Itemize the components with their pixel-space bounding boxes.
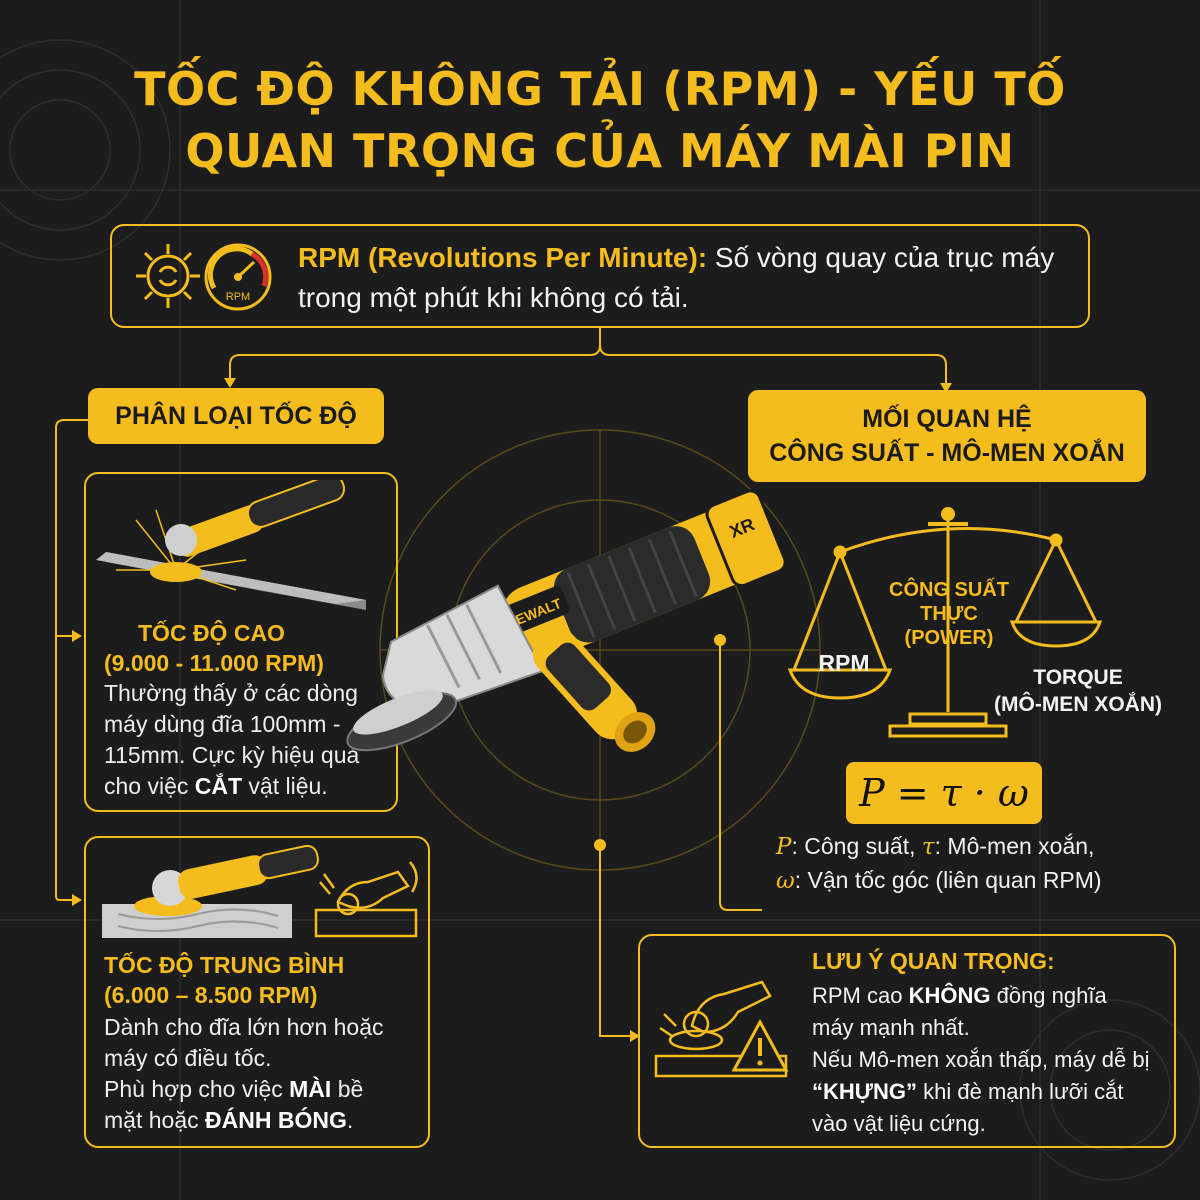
scale-label-rpm: RPM <box>818 650 870 676</box>
rpm-definition: RPM (Revolutions Per Minute): Số vòng qu… <box>298 238 1088 318</box>
emphasis-grind: MÀI <box>289 1076 332 1102</box>
medium-speed-range: (6.000 – 8.500 RPM) <box>104 982 318 1008</box>
formula-legend: P: Công suất, τ: Mô-men xoắn, ω: Vận tốc… <box>776 833 1102 894</box>
high-speed-range: (9.000 - 11.000 RPM) <box>104 650 324 676</box>
note-body: RPM cao KHÔNG đồng nghĩa máy mạnh nhất. … <box>812 983 1150 1136</box>
title-line-2: QUAN TRỌNG CỦA MÁY MÀI PIN <box>185 124 1015 178</box>
definition-icons: RPM <box>136 243 272 311</box>
speedometer-icon: RPM <box>204 243 272 311</box>
emphasis-stall: “KHỰNG” <box>812 1079 918 1104</box>
rpm-term: RPM (Revolutions Per Minute): <box>298 242 708 273</box>
important-note-box <box>638 934 1176 1148</box>
grinding-illustration <box>102 844 418 938</box>
emphasis-not: KHÔNG <box>908 983 991 1008</box>
high-speed-title: TỐC ĐỘ CAO <box>138 620 285 646</box>
note-title: LƯU Ý QUAN TRỌNG: <box>812 948 1055 974</box>
page-title: TỐC ĐỘ KHÔNG TẢI (RPM) - YẾU TỐ QUAN TRỌ… <box>0 58 1200 182</box>
svg-text:RPM: RPM <box>226 291 250 303</box>
power-formula: P = τ · ω <box>846 762 1042 824</box>
scale-label-torque: TORQUE (MÔ-MEN XOẮN) <box>994 666 1162 716</box>
connector-arrows <box>72 378 952 1042</box>
definition-box <box>110 224 1090 328</box>
angle-grinder-product-image: XR DEWALT <box>346 489 787 752</box>
connector-lines <box>55 328 947 1037</box>
cutting-illustration <box>96 480 366 610</box>
note-illustration <box>654 980 789 1078</box>
rpm-definition-text: Số vòng quay của trục máy trong một phút… <box>298 242 1055 313</box>
balance-scale-icon <box>787 507 1103 738</box>
medium-speed-description: Dành cho đĩa lớn hơn hoặc máy có điều tố… <box>104 1014 384 1133</box>
high-speed-description: Thường thấy ở các dòng máy dùng đĩa 100m… <box>104 680 360 799</box>
medium-speed-title: TỐC ĐỘ TRUNG BÌNH <box>104 952 345 978</box>
scale-label-power: CÔNG SUẤT THỰC (POWER) <box>889 579 1009 649</box>
gear-icon <box>136 244 200 308</box>
relationship-tag: MỐI QUAN HỆ CÔNG SUẤT - MÔ-MEN XOẮN <box>748 390 1146 482</box>
warning-icon <box>731 1018 789 1072</box>
medium-speed-box <box>84 836 430 1148</box>
emphasis-cut: CẮT <box>194 773 243 799</box>
emphasis-polish: ĐÁNH BÓNG <box>205 1107 347 1133</box>
classification-tag: PHÂN LOẠI TỐC ĐỘ <box>88 388 384 444</box>
title-line-1: TỐC ĐỘ KHÔNG TẢI (RPM) - YẾU TỐ <box>134 62 1066 116</box>
